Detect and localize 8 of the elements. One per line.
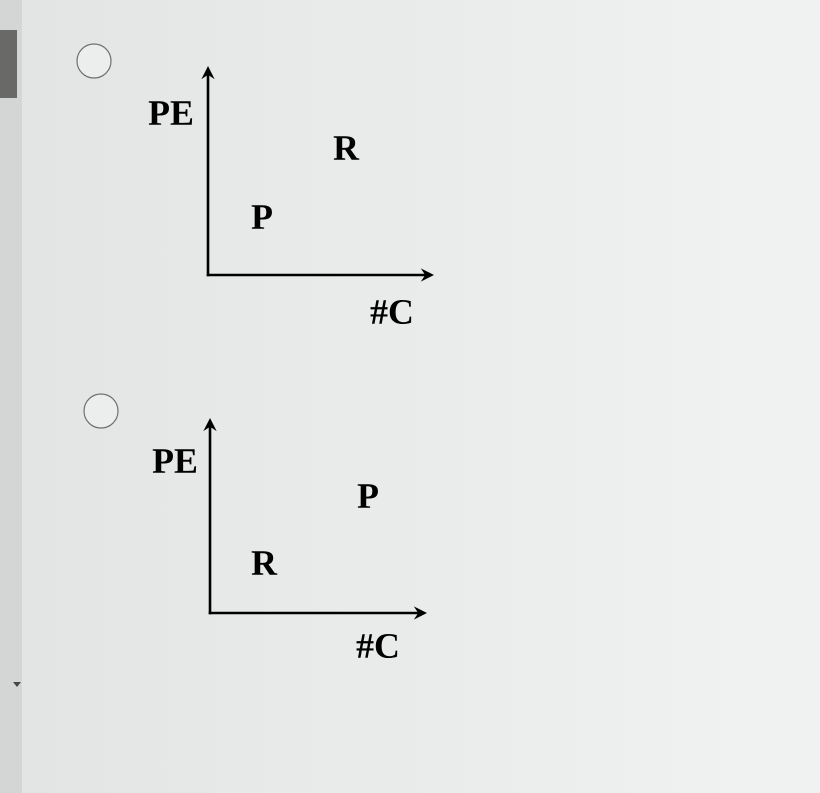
axis-label: #C (356, 634, 398, 658)
point-label: R (334, 136, 360, 160)
point-label: P (358, 484, 378, 508)
axis-label: PE (148, 101, 192, 125)
point-label: P (252, 205, 272, 229)
axis-label: PE (152, 449, 196, 473)
axis-label: #C (370, 300, 412, 324)
point-label: R (252, 551, 278, 575)
